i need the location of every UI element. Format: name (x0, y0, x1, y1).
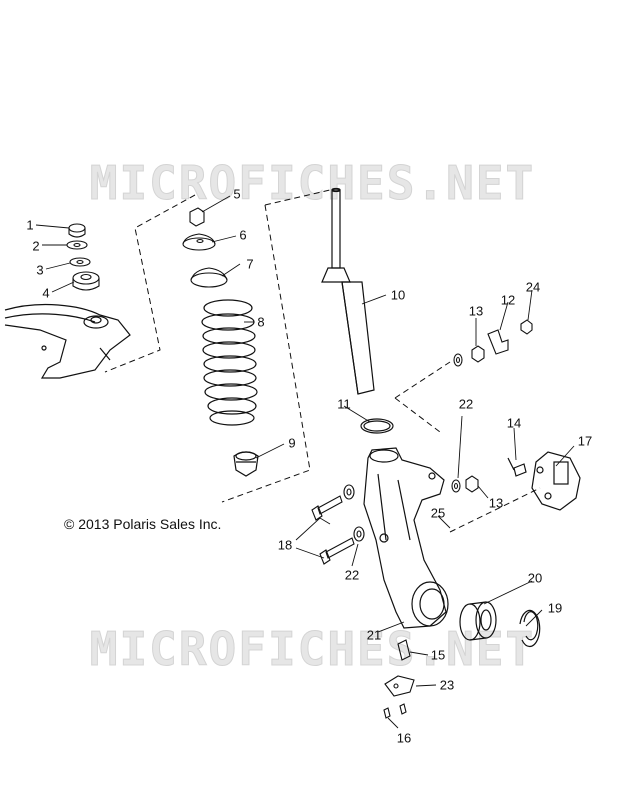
callout-13-bottom: 13 (488, 495, 504, 511)
leader-lines (35, 195, 575, 729)
callout-7: 7 (246, 256, 254, 272)
washers (343, 353, 463, 542)
callout-23: 23 (439, 677, 455, 693)
callout-10: 10 (390, 287, 406, 303)
callout-15: 15 (430, 647, 446, 663)
callout-18: 18 (277, 537, 293, 553)
callout-9: 9 (288, 435, 296, 451)
watermark-bottom: MICROFICHES.NET (89, 622, 536, 677)
callout-17: 17 (577, 433, 593, 449)
snap-ring (519, 609, 541, 648)
knuckle (363, 447, 449, 629)
callout-3: 3 (36, 262, 44, 278)
callout-4: 4 (42, 285, 50, 301)
callout-2: 2 (32, 238, 40, 254)
callout-19: 19 (547, 600, 563, 616)
callout-16: 16 (396, 730, 412, 746)
coil-spring (201, 299, 258, 426)
dashed-guides (104, 189, 541, 533)
callout-21: 21 (366, 627, 382, 643)
callout-11: 11 (337, 396, 351, 412)
bearing (459, 601, 497, 641)
callout-24: 24 (525, 279, 541, 295)
callout-22-top: 22 (458, 396, 474, 412)
caliper (507, 451, 581, 511)
callout-22-bottom: 22 (344, 567, 360, 583)
upper-mount-stack (66, 223, 100, 291)
callout-14: 14 (506, 415, 522, 431)
bolts (311, 495, 355, 565)
copyright-notice: © 2013 Polaris Sales Inc. (64, 516, 222, 532)
callout-8: 8 (257, 314, 265, 330)
callout-25: 25 (430, 505, 446, 521)
callout-12: 12 (500, 292, 516, 308)
callout-20: 20 (527, 570, 543, 586)
spring-seats (182, 207, 228, 288)
bump-stop (233, 451, 259, 477)
callout-13-top: 13 (468, 303, 484, 319)
ball-joint (383, 639, 415, 719)
hardware (465, 319, 533, 493)
callout-5: 5 (233, 186, 241, 202)
callout-6: 6 (239, 227, 247, 243)
shock-absorber (321, 187, 375, 395)
o-ring (360, 418, 394, 434)
crossmember (4, 303, 131, 379)
callout-1: 1 (26, 217, 34, 233)
watermark-top: MICROFICHES.NET (89, 156, 536, 211)
